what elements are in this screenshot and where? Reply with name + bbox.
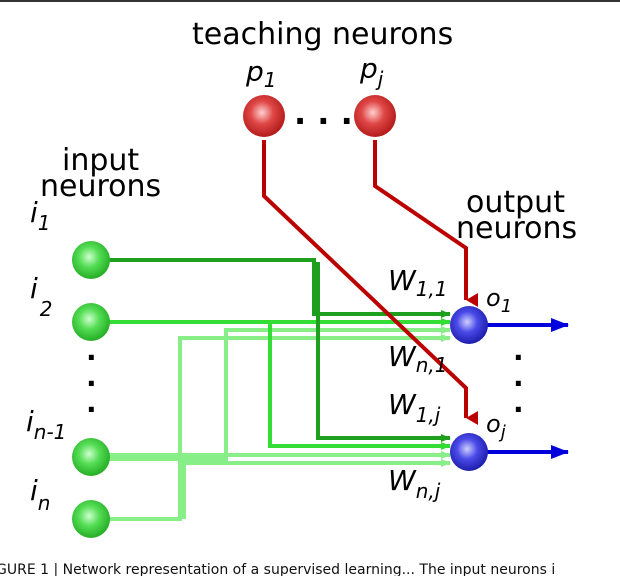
teaching-neurons <box>243 95 396 137</box>
input-neuron-in1 <box>72 438 110 476</box>
label-in: in <box>30 474 50 515</box>
heading-teaching-neurons: teaching neurons <box>192 17 453 52</box>
wire-pj-o1 <box>373 140 478 307</box>
input-neuron-i2 <box>72 303 110 341</box>
output-arrows <box>486 318 569 459</box>
teaching-neuron-pj <box>354 95 396 137</box>
label-w1j: W1,j <box>388 388 441 427</box>
label-i1: i1 <box>30 196 51 235</box>
label-pj: pj <box>359 52 384 91</box>
wires-to-output-j <box>108 262 451 519</box>
wire-i1-o1 <box>108 258 451 318</box>
label-i2: i2 <box>30 272 53 321</box>
heading-output-line1: output <box>466 185 565 220</box>
output-dot-3: . <box>513 386 524 419</box>
heading-input-line2: neurons <box>40 169 161 204</box>
wire-p1-oj <box>262 140 478 425</box>
input-dot-1: . <box>86 334 97 367</box>
wire-i2-oj <box>268 322 451 450</box>
label-in1: in-1 <box>26 405 66 444</box>
label-wnj: Wn,j <box>388 464 441 503</box>
teaching-neuron-p1 <box>243 95 285 137</box>
label-oj: oj <box>486 410 506 443</box>
input-dot-2: . <box>86 360 97 393</box>
wires-to-output-1 <box>108 258 451 521</box>
label-w11: W1,1 <box>388 264 448 301</box>
input-neuron-in <box>72 500 110 538</box>
output-dot-1: . <box>513 334 524 367</box>
output-neurons <box>450 306 488 471</box>
wire-in-oj <box>182 459 451 519</box>
input-neurons <box>72 241 110 538</box>
heading-output-line2: neurons <box>456 211 577 246</box>
wire-in1-o1 <box>108 326 451 461</box>
teaching-ellipsis: . . . <box>294 94 353 132</box>
output-dot-2: . <box>513 360 524 393</box>
label-o1: o1 <box>486 284 512 317</box>
figure-caption: GURE 1 | Network representation of a sup… <box>0 562 555 576</box>
label-wn1: Wn,1 <box>388 340 447 377</box>
teaching-wires <box>262 140 478 425</box>
heading-input-line1: input <box>62 143 139 178</box>
output-neuron-oj <box>450 433 488 471</box>
input-neuron-i1 <box>72 241 110 279</box>
wire-in-o1 <box>108 334 451 521</box>
output-neuron-o1 <box>450 306 488 344</box>
input-dot-3: . <box>86 386 97 419</box>
wire-i1-oj <box>316 262 451 442</box>
label-p1: p1 <box>245 55 277 92</box>
